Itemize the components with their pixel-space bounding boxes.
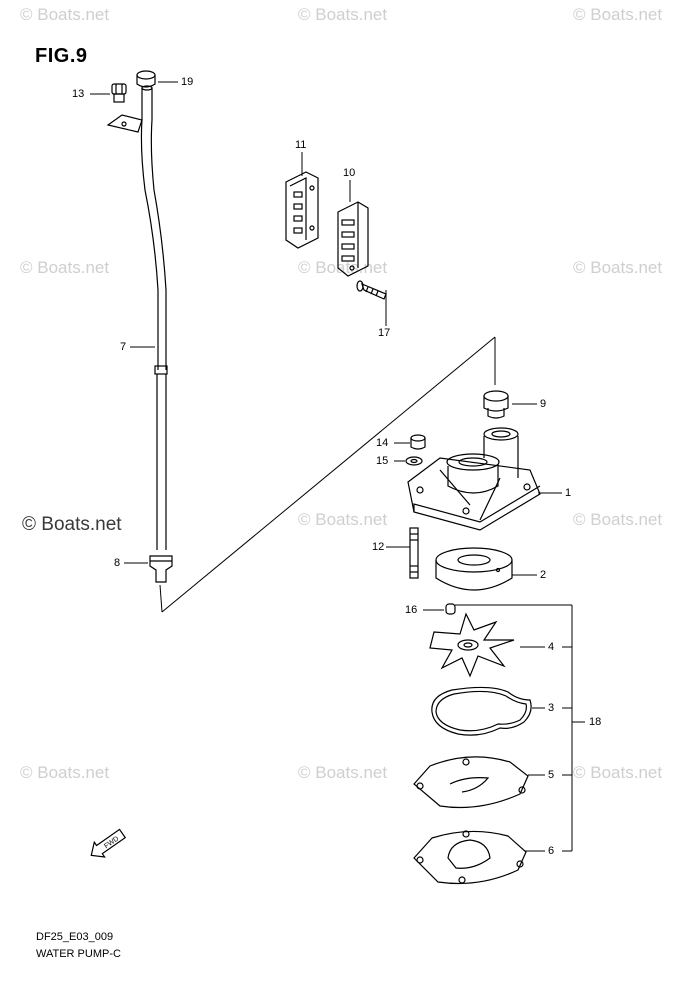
callout-1: 1 bbox=[565, 487, 572, 499]
callout-5: 5 bbox=[548, 769, 555, 781]
grommet-part-9 bbox=[483, 390, 509, 419]
washer-part-15 bbox=[405, 456, 423, 466]
watermark: © Boats.net bbox=[573, 763, 663, 782]
callout-6: 6 bbox=[548, 845, 555, 857]
callout-16: 16 bbox=[405, 604, 418, 616]
watermark: © Boats.net bbox=[20, 258, 110, 277]
stud-bolt-part-12 bbox=[409, 527, 419, 579]
cover-part-11 bbox=[285, 171, 319, 249]
figure-label: FIG.9 bbox=[35, 45, 88, 67]
pump-case-part-1 bbox=[407, 427, 541, 531]
watermark: © Boats.net bbox=[298, 258, 388, 277]
plug-part-14 bbox=[410, 434, 426, 450]
plate-part-5 bbox=[413, 756, 529, 809]
fwd-label: FWD bbox=[103, 835, 120, 850]
grommet-part-8 bbox=[149, 555, 173, 583]
insert-part-2 bbox=[435, 547, 513, 591]
watermark: © Boats.net bbox=[298, 763, 388, 782]
callout-17: 17 bbox=[378, 327, 391, 339]
key-part-16 bbox=[445, 603, 456, 615]
gasket-part-3 bbox=[431, 686, 532, 736]
callout-15: 15 bbox=[376, 455, 389, 467]
water-tube-part-7 bbox=[106, 85, 168, 550]
callout-10: 10 bbox=[343, 167, 356, 179]
callout-12: 12 bbox=[372, 541, 385, 553]
watermark: © Boats.net bbox=[573, 510, 663, 529]
watermark: © Boats.net bbox=[573, 5, 663, 24]
watermark-featured: © Boats.net bbox=[22, 514, 122, 535]
diagram-code: DF25_E03_009 bbox=[36, 931, 114, 943]
callout-18: 18 bbox=[589, 716, 602, 728]
bolt-part-13 bbox=[111, 83, 127, 103]
leader-lines bbox=[90, 81, 585, 852]
watermark: © Boats.net bbox=[20, 5, 110, 24]
screw-part-17 bbox=[356, 280, 387, 300]
fwd-arrow-icon: FWD bbox=[90, 828, 127, 858]
watermark: © Boats.net bbox=[573, 258, 663, 277]
callout-4: 4 bbox=[548, 641, 555, 653]
callout-11: 11 bbox=[295, 139, 307, 151]
watermark: © Boats.net bbox=[298, 5, 388, 24]
callout-9: 9 bbox=[540, 398, 547, 410]
impeller-part-4 bbox=[429, 612, 515, 678]
callout-2: 2 bbox=[540, 569, 547, 581]
watermark: © Boats.net bbox=[20, 763, 110, 782]
callout-8: 8 bbox=[114, 557, 121, 569]
callout-13: 13 bbox=[72, 88, 85, 100]
callout-7: 7 bbox=[120, 341, 127, 353]
callout-14: 14 bbox=[376, 437, 389, 449]
diagram-title: WATER PUMP-C bbox=[36, 948, 121, 960]
gasket-plate-part-6 bbox=[413, 830, 527, 885]
callout-19: 19 bbox=[181, 76, 194, 88]
grommet-part-19 bbox=[136, 70, 156, 88]
callout-3: 3 bbox=[548, 702, 555, 714]
cover-part-10 bbox=[337, 201, 369, 277]
watermark: © Boats.net bbox=[298, 510, 388, 529]
